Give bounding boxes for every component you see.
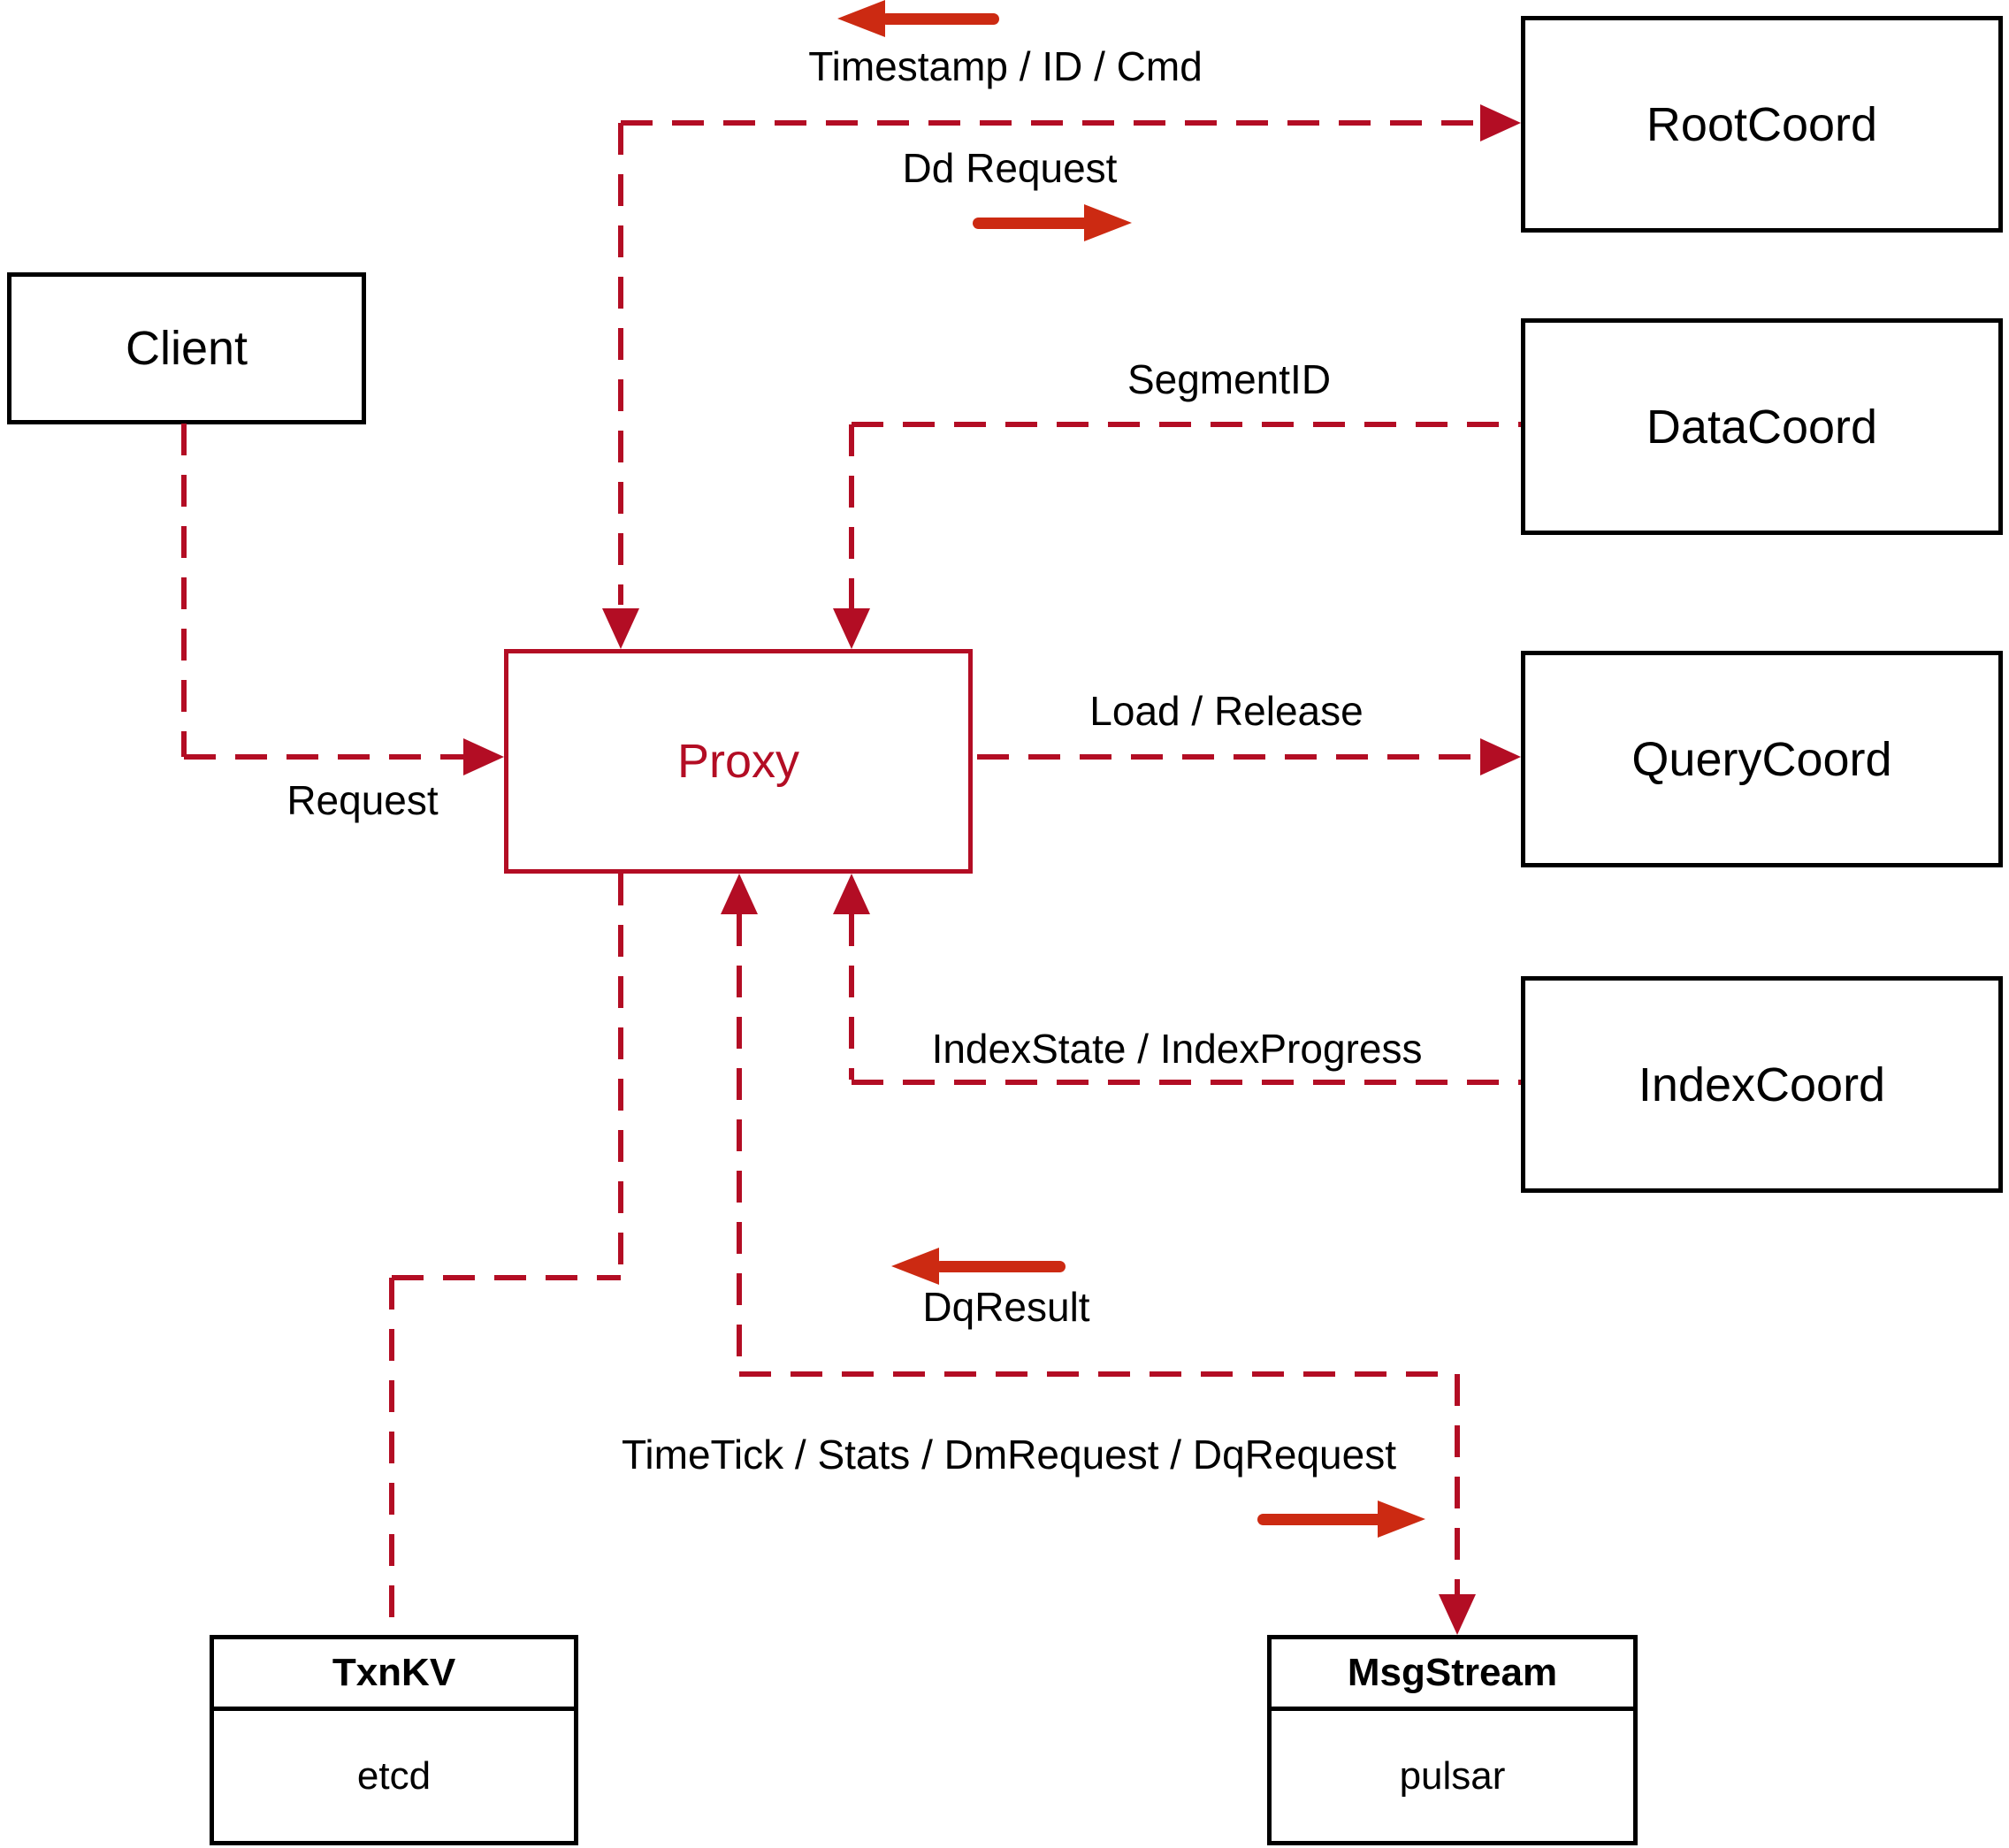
node-querycoord-label: QueryCoord	[1631, 732, 1892, 786]
node-client: Client	[7, 272, 366, 424]
arrowhead-into-rootcoord	[1480, 104, 1521, 141]
edge-segmentid-horizontal	[852, 422, 1521, 427]
edge-segmentid-vertical	[849, 424, 854, 608]
node-proxy: Proxy	[504, 649, 973, 874]
edge-label-timestamp: Timestamp / ID / Cmd	[808, 43, 1203, 89]
node-txnkv: TxnKV etcd	[210, 1635, 578, 1845]
edge-request-vertical	[181, 424, 187, 757]
edge-msgstream-vertical-lower	[1455, 1374, 1460, 1594]
edge-label-ddrequest: Dd Request	[902, 145, 1118, 191]
edge-label-indexstate: IndexState / IndexProgress	[931, 1026, 1423, 1072]
edge-label-loadrelease: Load / Release	[1089, 688, 1364, 734]
edge-label-request: Request	[286, 777, 439, 823]
edge-timestamp-vertical	[618, 123, 623, 605]
arrowhead-into-proxy-bottom-left	[721, 874, 758, 914]
edge-txnkv-horizontal	[392, 1275, 621, 1280]
node-rootcoord: RootCoord	[1521, 16, 2003, 233]
node-querycoord: QueryCoord	[1521, 651, 2003, 867]
edge-indexstate-horizontal	[852, 1080, 1521, 1085]
edge-msgstream-horizontal	[739, 1371, 1457, 1377]
node-datacoord: DataCoord	[1521, 318, 2003, 535]
edge-label-segmentid: SegmentID	[1127, 356, 1332, 402]
arrowhead-into-querycoord	[1480, 738, 1521, 775]
node-msgstream: MsgStream pulsar	[1267, 1635, 1638, 1845]
node-indexcoord: IndexCoord	[1521, 976, 2003, 1193]
edge-indexstate-vertical	[849, 914, 854, 1080]
node-msgstream-impl: pulsar	[1399, 1753, 1506, 1798]
node-datacoord-label: DataCoord	[1646, 400, 1878, 454]
node-rootcoord-label: RootCoord	[1646, 97, 1878, 151]
node-proxy-label: Proxy	[676, 735, 800, 788]
node-indexcoord-label: IndexCoord	[1638, 1058, 1886, 1111]
node-msgstream-title: MsgStream	[1272, 1639, 1633, 1711]
edge-timestamp-horizontal	[621, 120, 1481, 126]
node-txnkv-impl: etcd	[356, 1753, 432, 1798]
arrowhead-into-proxy-top-left	[602, 608, 639, 649]
edge-txnkv-vertical-lower	[389, 1278, 394, 1635]
arrowhead-into-msgstream	[1439, 1594, 1476, 1635]
node-txnkv-title: TxnKV	[214, 1639, 574, 1711]
edge-request-horizontal	[184, 754, 463, 760]
edge-loadrelease-horizontal	[977, 754, 1481, 760]
arrowhead-into-proxy-top-right	[833, 608, 870, 649]
arrowhead-into-proxy-bottom-right	[833, 874, 870, 914]
edge-txnkv-vertical-upper	[618, 874, 623, 1275]
edge-msgstream-vertical-upper	[737, 914, 742, 1371]
edge-label-timetick: TimeTick / Stats / DmRequest / DqRequest	[622, 1432, 1396, 1478]
edge-label-dqresult: DqResult	[922, 1284, 1090, 1330]
node-client-label: Client	[125, 322, 248, 375]
arrowhead-into-proxy-left	[463, 738, 504, 775]
